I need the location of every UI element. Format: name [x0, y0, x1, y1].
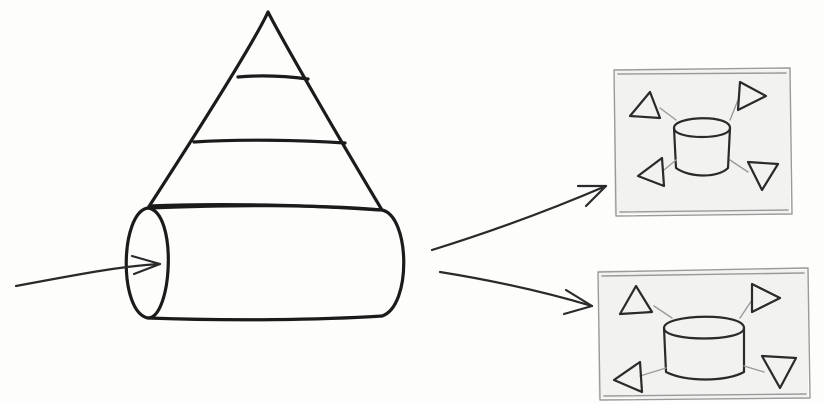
cone-band-top	[238, 76, 308, 79]
cone-outline	[148, 12, 382, 210]
main-cylinder	[126, 206, 404, 320]
incoming-arrow-shaft	[16, 264, 160, 286]
cone-band-middle	[194, 140, 345, 143]
cone-stack	[148, 12, 382, 210]
cylinder-right-end	[382, 210, 404, 316]
cylinder-bottom-edge	[148, 316, 382, 320]
target-frame-bottom	[598, 268, 810, 400]
cylinder-left-end	[126, 208, 168, 318]
target-frame-top	[614, 68, 792, 216]
outgoing-arrow-bottom-shaft	[440, 272, 592, 306]
incoming-arrow	[16, 256, 160, 286]
outgoing-arrow-bottom	[440, 272, 592, 314]
outgoing-arrow-top-shaft	[432, 186, 606, 250]
outgoing-arrow-top	[432, 186, 606, 250]
